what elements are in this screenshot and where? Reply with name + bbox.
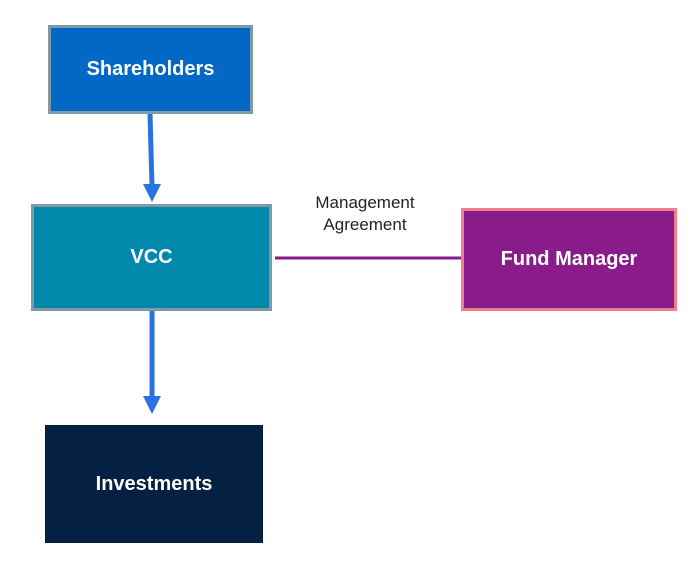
fund-manager-label: Fund Manager xyxy=(500,248,638,270)
vcc-node: VCC xyxy=(31,204,272,311)
arrowhead-vcc-to-investments xyxy=(143,396,161,414)
investments-node: Investments xyxy=(45,425,263,543)
shareholders-label: Shareholders xyxy=(86,58,215,80)
management-agreement-label: Management Agreement xyxy=(285,192,445,236)
arrow-shareholders-to-vcc xyxy=(147,113,155,187)
vcc-label: VCC xyxy=(130,246,173,268)
shareholders-node: Shareholders xyxy=(48,25,253,114)
fund-manager-node: Fund Manager xyxy=(461,208,677,311)
investments-label: Investments xyxy=(95,472,213,495)
arrowhead-shareholders-to-vcc xyxy=(143,184,161,202)
management-agreement-label-line1: Management xyxy=(315,193,415,212)
management-agreement-label-line2: Agreement xyxy=(323,215,407,234)
